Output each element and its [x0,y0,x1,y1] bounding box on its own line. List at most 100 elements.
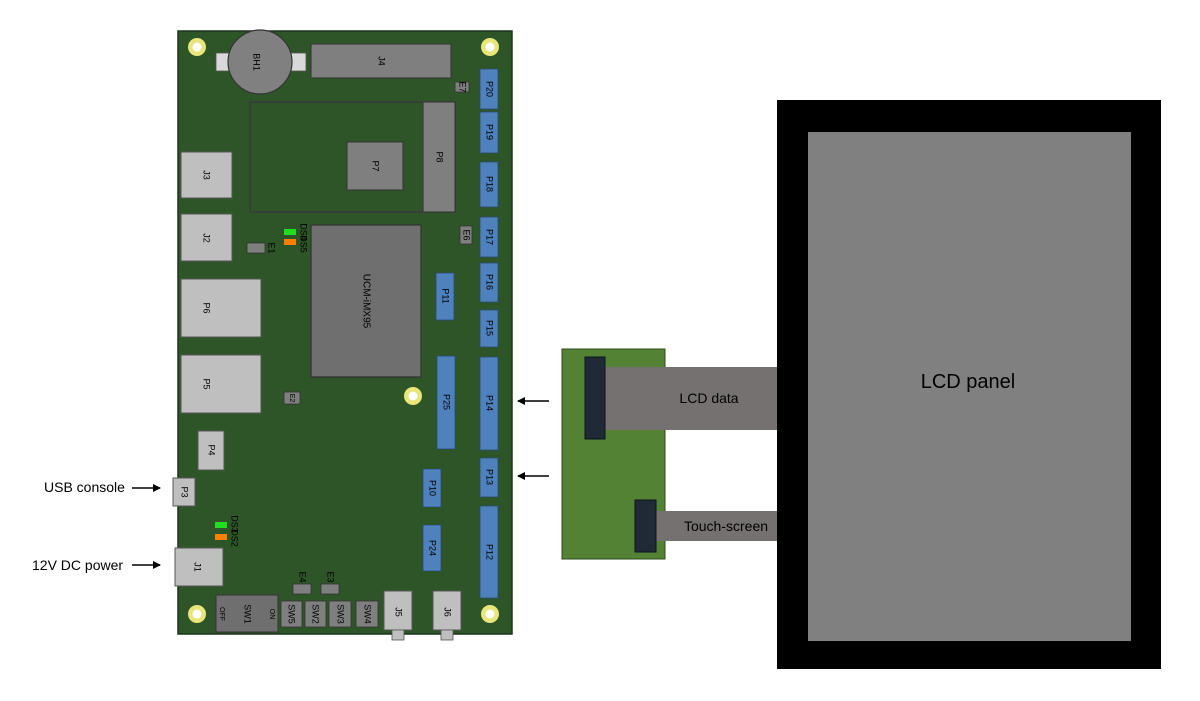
e2-label: E2 [288,394,295,403]
touch-screen-connector [634,499,657,553]
e7-label: E7 [458,81,468,92]
header-p17: P17 [479,216,499,258]
carrier-board: BH1 J4 E7 P7 P8 E6 UCM-iMX95 [172,29,513,641]
connector-j4: J4 [310,43,452,79]
test-point-e1: E1 [246,242,277,254]
p12-label: P12 [485,544,495,560]
header-p15: P15 [479,309,499,348]
e4-label: E4 [298,571,308,582]
test-point-e7: E7 [454,81,470,93]
switch-sw4: SW4 [355,600,379,628]
sw2-label: SW2 [311,604,321,624]
j2-label: J2 [202,233,212,243]
mounting-hole-middle [404,387,422,405]
header-p10: P10 [422,468,442,508]
p8-label: P8 [435,151,445,162]
sw3-label: SW3 [336,604,346,624]
header-p25: P25 [436,355,456,450]
p5-label: P5 [202,378,212,389]
sw1-label: SW1 [243,604,253,624]
sw1-off-label: OFF [218,607,225,621]
test-point-e4: E4 [292,571,312,595]
j3-label: J3 [202,170,212,180]
mounting-hole-top-left [188,38,206,56]
usb-console-callout: USB console [44,479,161,495]
socket-p7-area: P7 P8 [249,101,456,213]
p4-label: P4 [207,444,217,455]
dc-power-callout: 12V DC power [32,557,161,573]
header-p16: P16 [479,262,499,303]
p6-label: P6 [202,302,212,313]
j4-label: J4 [377,56,387,66]
header-p13: P13 [479,457,499,498]
p11-label: P11 [441,288,451,303]
som-label: UCM-iMX95 [360,274,371,329]
sw1-on-label: ON [268,609,275,620]
led-ds4: DS4 [284,223,309,241]
connector-j2: J2 [180,213,233,262]
test-point-e6: E6 [459,225,473,245]
p15-label: P15 [485,320,495,336]
connector-j1: J1 [174,547,224,587]
header-p12: P12 [479,505,499,599]
battery-label: BH1 [252,53,262,71]
test-point-e2: E2 [283,391,301,405]
led-ds3: DS3 [215,515,240,533]
ds5-label: DS5 [299,235,309,253]
j6-label: J6 [443,607,453,617]
header-p18: P18 [479,161,499,208]
lcd-panel: LCD panel [777,100,1161,669]
p19-label: P19 [485,124,495,140]
sw5-label: SW5 [287,604,297,624]
e1-label: E1 [267,242,277,253]
p16-label: P16 [485,274,495,290]
lcd-data-cable: LCD data [603,367,779,430]
ds2-label: DS2 [230,529,240,547]
led-ds2: DS2 [215,529,240,547]
ds4-label: DS4 [299,223,309,241]
connector-p4: P4 [197,430,225,471]
p13-label: P13 [485,469,495,485]
lcd-panel-label: LCD panel [921,371,1016,393]
test-point-e3: E3 [320,571,340,595]
p10-label: P10 [428,480,438,496]
lcd-data-label: LCD data [679,390,738,406]
dc-power-label: 12V DC power [32,557,123,573]
switch-sw1: SW1 OFF ON [215,594,279,633]
touch-screen-label: Touch-screen [684,518,768,534]
header-p14: P14 [479,356,499,451]
j5-label: J5 [394,607,404,617]
connector-j6: J6 [432,590,462,641]
connector-p6: P6 [180,278,262,338]
usb-console-label: USB console [44,479,125,495]
lcd-data-connector [584,356,606,440]
switch-sw2: SW2 [304,600,327,628]
mounting-hole-top-right [481,38,499,56]
mounting-hole-bottom-right [481,605,499,623]
mounting-hole-bottom-left [188,605,206,623]
p25-label: P25 [442,394,452,410]
connector-p5: P5 [180,354,262,414]
connector-j3: J3 [180,151,233,199]
header-p11: P11 [435,272,455,321]
p18-label: P18 [485,176,495,192]
p24-label: P24 [428,540,438,556]
header-p20: P20 [479,68,499,110]
connector-j5: J5 [383,590,413,641]
touch-screen-cable: Touch-screen [655,511,779,541]
ds3-label: DS3 [230,515,240,533]
switch-sw3: SW3 [328,600,352,628]
battery-holder: BH1 [215,29,307,95]
switch-sw5: SW5 [280,600,303,628]
led-ds5: DS5 [284,235,309,253]
header-p19: P19 [479,111,499,154]
e6-label: E6 [462,229,472,240]
lcd-active-area [808,132,1131,641]
connector-p3: P3 [172,477,196,507]
p3-label: P3 [180,486,190,497]
j1-label: J1 [193,562,203,572]
sw4-label: SW4 [363,604,373,624]
header-p24: P24 [422,524,442,572]
p7-label: P7 [371,160,381,171]
